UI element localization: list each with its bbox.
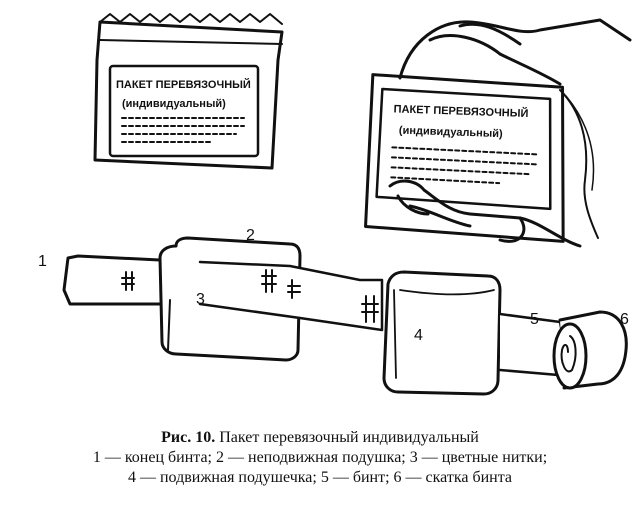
caption-line-3: 4 — подвижная подушечка; 5 — бинт; 6 — с…	[127, 469, 513, 486]
moveable-pad	[382, 270, 502, 396]
dressing-package-illustration: ПАКЕТ ПЕРЕВЯЗОЧНЫЙ (индивидуальный) ПАКЕ…	[38, 13, 632, 396]
caption-line-2: 1 — конец бинта; 2 — неподвижная подушка…	[92, 449, 548, 466]
caption-title: Рис. 10. Пакет перевязочный индивидуальн…	[0, 428, 640, 448]
opened-package	[364, 18, 632, 248]
label-1: 1	[38, 253, 47, 270]
label-3: 3	[196, 291, 205, 308]
lower-hand	[388, 179, 582, 248]
label-6: 6	[620, 311, 629, 328]
figure-caption: Рис. 10. Пакет перевязочный индивидуальн…	[0, 428, 640, 488]
label-4: 4	[414, 327, 423, 344]
label-2: 2	[246, 227, 255, 244]
upper-hand	[398, 18, 632, 86]
left-package-subtitle: (индивидуальный)	[122, 98, 226, 110]
bandage-roll	[552, 310, 628, 390]
label-5: 5	[530, 311, 539, 328]
bandage-assembly	[62, 236, 628, 396]
closed-package	[93, 13, 284, 170]
right-package-title: ПАКЕТ ПЕРЕВЯЗОЧНЫЙ	[393, 102, 528, 120]
left-package-title: ПАКЕТ ПЕРЕВЯЗОЧНЫЙ	[116, 78, 251, 91]
figure-ref: Рис. 10.	[161, 429, 216, 446]
right-package-subtitle: (индивидуальный)	[399, 125, 503, 141]
figure-title: Пакет перевязочный индивидуальный	[219, 429, 479, 446]
colored-threads	[121, 269, 379, 323]
